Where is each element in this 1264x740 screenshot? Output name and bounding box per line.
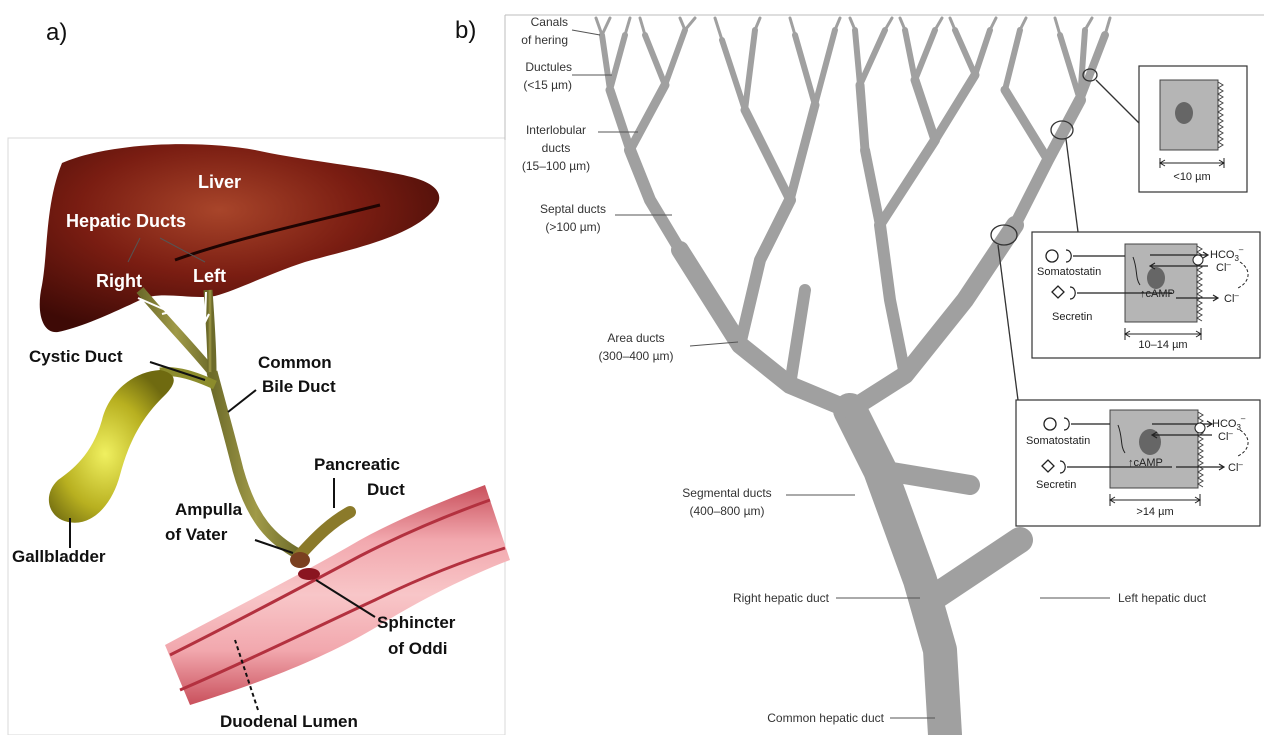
- panel-b-letter: b): [455, 17, 476, 44]
- label-interlobular-3: (15–100 µm): [522, 159, 590, 173]
- label-gallbladder: Gallbladder: [12, 547, 106, 566]
- label-canals-1: Canals: [531, 15, 568, 29]
- inset-3-size: >14 µm: [1136, 506, 1173, 518]
- gallbladder-shape: [49, 370, 174, 523]
- label-right: Right: [96, 271, 142, 291]
- label-hepatic-ducts: Hepatic Ducts: [66, 211, 186, 231]
- label-sphincter-1: Sphincter: [377, 613, 456, 632]
- inset-2-size: 10–14 µm: [1138, 339, 1187, 351]
- label-pancreatic-1: Pancreatic: [314, 455, 400, 474]
- label-canals-2: of hering: [521, 33, 568, 47]
- inset-2-camp: ↑cAMP: [1140, 288, 1175, 300]
- left-hepatic-duct-a: [208, 290, 212, 372]
- inset-1-size: <10 µm: [1173, 171, 1210, 183]
- inset-2-somatostatin: Somatostatin: [1037, 266, 1101, 278]
- inset-3-somatostatin: Somatostatin: [1026, 435, 1090, 447]
- label-area-1: Area ducts: [607, 331, 664, 345]
- leader-common-bile: [228, 390, 256, 412]
- label-interlobular-1: Interlobular: [526, 123, 586, 137]
- label-segmental-2: (400–800 µm): [690, 504, 765, 518]
- sphincter-node: [298, 568, 320, 580]
- biliary-tree: [596, 18, 1110, 735]
- label-ampulla-1: Ampulla: [175, 500, 243, 519]
- right-hepatic-duct-a: [140, 290, 212, 372]
- ampulla-node: [290, 552, 310, 568]
- panel-b: b): [455, 15, 1264, 735]
- label-ductules-2: (<15 µm): [523, 78, 572, 92]
- label-common-hepatic: Common hepatic duct: [767, 711, 884, 725]
- panel-a-letter: a): [46, 19, 67, 46]
- label-ductules-1: Ductules: [525, 60, 572, 74]
- panel-a: a) Liver Hepatic Ducts Right Left Cystic…: [8, 19, 510, 735]
- label-right-hepatic: Right hepatic duct: [733, 591, 830, 605]
- label-liver: Liver: [198, 172, 241, 192]
- label-sphincter-2: of Oddi: [388, 639, 447, 658]
- label-left: Left: [193, 266, 226, 286]
- pancreatic-duct-a: [300, 512, 350, 555]
- label-ampulla-2: of Vater: [165, 525, 228, 544]
- inset-large-cell: Somatostatin Secretin HCO3– Cl– Cl– ↑cAM…: [1016, 400, 1260, 526]
- inset-small-cell: <10 µm: [1139, 66, 1247, 192]
- label-common-bile-1: Common: [258, 353, 332, 372]
- inset-3-secretin: Secretin: [1036, 479, 1076, 491]
- label-segmental-1: Segmental ducts: [682, 486, 771, 500]
- label-septal-1: Septal ducts: [540, 202, 606, 216]
- label-area-2: (300–400 µm): [599, 349, 674, 363]
- inset-3-camp: ↑cAMP: [1128, 457, 1163, 469]
- label-cystic-duct: Cystic Duct: [29, 347, 123, 366]
- inset-medium-cell: Somatostatin Secretin HCO3– Cl– Cl– ↑cAM…: [1032, 232, 1260, 358]
- label-interlobular-2: ducts: [542, 141, 571, 155]
- label-septal-2: (>100 µm): [545, 220, 600, 234]
- label-left-hepatic: Left hepatic duct: [1118, 591, 1207, 605]
- label-pancreatic-2: Duct: [367, 480, 405, 499]
- inset-2-secretin: Secretin: [1052, 311, 1092, 323]
- label-common-bile-2: Bile Duct: [262, 377, 336, 396]
- label-duodenal-lumen: Duodenal Lumen: [220, 712, 358, 731]
